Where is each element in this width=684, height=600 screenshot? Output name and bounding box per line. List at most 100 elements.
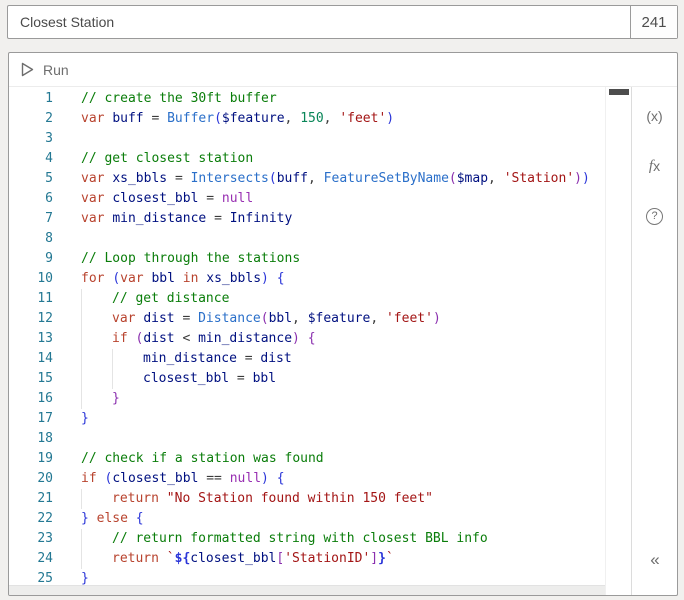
line-number: 23	[37, 531, 53, 546]
indent-guide	[81, 369, 112, 389]
editor-column: 1 // create the 30ft buffer 2 var buff = Bu…	[9, 87, 605, 595]
code-line: 24 return `${closest_bbl['StationID']}`	[9, 549, 605, 569]
code-line: 19 // check if a station was found	[9, 449, 605, 469]
help-icon[interactable]: ?	[632, 203, 677, 229]
code-text: var dist = Distance(bbl, $feature, 'feet…	[81, 309, 441, 329]
line-number: 8	[45, 231, 53, 246]
code-line: 7 var min_distance = Infinity	[9, 209, 605, 229]
line-number: 6	[45, 191, 53, 206]
code-editor[interactable]: 1 // create the 30ft buffer 2 var buff = Bu…	[9, 87, 605, 585]
run-button[interactable]: Run	[9, 53, 677, 87]
code-line: 8	[9, 229, 605, 249]
code-line: 9 // Loop through the stations	[9, 249, 605, 269]
code-line: 4 // get closest station	[9, 149, 605, 169]
line-number: 5	[45, 171, 53, 186]
expression-title-bar: 241	[7, 5, 678, 39]
code-text: closest_bbl = bbl	[81, 369, 276, 389]
globals-icon[interactable]: (x)	[646, 108, 663, 124]
vertical-scrollbar[interactable]	[605, 87, 631, 595]
line-number: 20	[37, 471, 53, 486]
line-number: 9	[45, 251, 53, 266]
code-text: }	[81, 571, 89, 585]
code-text: // check if a station was found	[81, 451, 324, 466]
line-number: 21	[37, 491, 53, 506]
line-number: 19	[37, 451, 53, 466]
code-text: var xs_bbls = Intersects(buff, FeatureSe…	[81, 171, 590, 186]
code-line: 20 if (closest_bbl == null) {	[9, 469, 605, 489]
code-text: } else {	[81, 511, 144, 526]
scrollbar-thumb[interactable]	[609, 89, 629, 95]
code-text: // create the 30ft buffer	[81, 91, 277, 106]
line-number: 3	[45, 131, 53, 146]
line-number: 11	[37, 291, 53, 306]
line-number: 22	[37, 511, 53, 526]
code-text: return "No Station found within 150 feet…	[81, 489, 433, 509]
code-text: var closest_bbl = null	[81, 191, 254, 206]
code-line: 25}	[9, 569, 605, 585]
line-number: 12	[37, 311, 53, 326]
code-text: if (dist < min_distance) {	[81, 329, 316, 349]
code-line: 5 var xs_bbls = Intersects(buff, FeatureS…	[9, 169, 605, 189]
code-text: min_distance = dist	[81, 349, 292, 369]
indent-guide	[81, 349, 112, 369]
line-number: 1	[45, 91, 53, 106]
line-number: 16	[37, 391, 53, 406]
indent-guide	[81, 549, 112, 569]
indent-guide	[81, 489, 112, 509]
indent-guide	[81, 389, 112, 409]
code-text: // return formatted string with closest …	[81, 529, 488, 549]
code-text: return `${closest_bbl['StationID']}`	[81, 549, 394, 569]
indent-guide	[112, 369, 143, 389]
code-text: }	[81, 389, 120, 409]
code-line: 12 var dist = Distance(bbl, $feature, 'fe…	[9, 309, 605, 329]
expression-editor-panel: Run 1 // create the 30ft buffer 2 var buff …	[8, 52, 678, 596]
code-text: // get closest station	[81, 151, 254, 166]
code-line: 23 // return formatted string with closes…	[9, 529, 605, 549]
expression-name-input[interactable]	[8, 6, 630, 38]
code-line: 22 } else {	[9, 509, 605, 529]
code-line: 13 if (dist < min_distance) {	[9, 329, 605, 349]
code-line: 1 // create the 30ft buffer	[9, 89, 605, 109]
code-text: // get distance	[81, 289, 229, 309]
code-text: // Loop through the stations	[81, 251, 301, 266]
code-line: 6 var closest_bbl = null	[9, 189, 605, 209]
line-number: 24	[37, 551, 53, 566]
line-number: 2	[45, 111, 53, 126]
line-number: 15	[37, 371, 53, 386]
indent-guide	[81, 289, 112, 309]
code-line: 11 // get distance	[9, 289, 605, 309]
code-line: 16}	[9, 389, 605, 409]
line-number: 4	[45, 151, 53, 166]
character-count-badge: 241	[630, 6, 677, 38]
character-count-value: 241	[641, 13, 667, 31]
horizontal-scrollbar[interactable]	[9, 585, 605, 595]
code-line: 14 min_distance = dist	[9, 349, 605, 369]
code-line: 21 return "No Station found within 150 fe…	[9, 489, 605, 509]
code-line: 3	[9, 129, 605, 149]
line-number: 17	[37, 411, 53, 426]
line-number: 14	[37, 351, 53, 366]
code-text: var buff = Buffer($feature, 150, 'feet')	[81, 111, 395, 126]
line-number: 18	[37, 431, 53, 446]
collapse-panel-icon[interactable]: «	[650, 550, 660, 569]
code-line: 2 var buff = Buffer($feature, 150, 'feet'…	[9, 109, 605, 129]
indent-guide	[81, 329, 112, 349]
line-number: 10	[37, 271, 53, 286]
indent-guide	[81, 309, 112, 329]
code-line: 10 for (var bbl in xs_bbls) {	[9, 269, 605, 289]
play-icon	[21, 62, 34, 77]
line-number: 25	[37, 571, 53, 585]
line-number: 7	[45, 211, 53, 226]
run-button-label: Run	[43, 61, 69, 78]
code-text: }	[81, 411, 89, 426]
code-lines: 1 // create the 30ft buffer 2 var buff = Bu…	[9, 89, 605, 585]
code-line: 15 closest_bbl = bbl	[9, 369, 605, 389]
code-line: 18	[9, 429, 605, 449]
code-text: var min_distance = Infinity	[81, 211, 293, 226]
code-text: for (var bbl in xs_bbls) {	[81, 271, 285, 286]
line-number: 13	[37, 331, 53, 346]
editor-body: 1 // create the 30ft buffer 2 var buff = Bu…	[9, 87, 677, 595]
code-text: if (closest_bbl == null) {	[81, 471, 285, 486]
